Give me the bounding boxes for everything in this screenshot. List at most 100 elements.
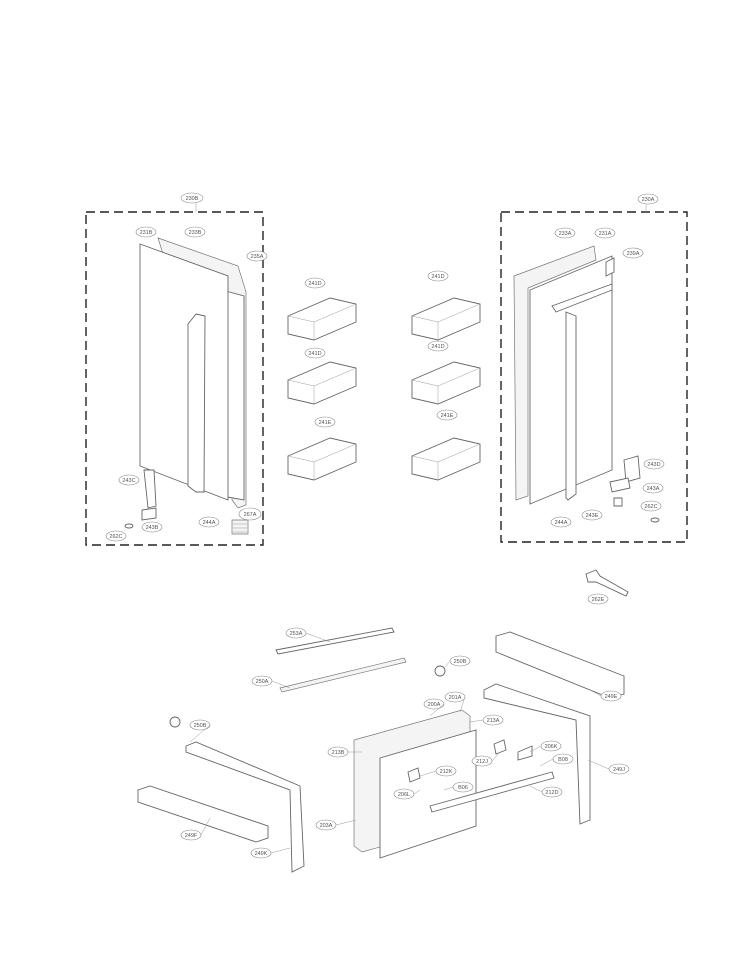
svg-text:231A: 231A bbox=[599, 231, 612, 237]
svg-text:262C: 262C bbox=[109, 534, 122, 540]
drawer-handle-212d bbox=[429, 771, 555, 813]
callout-231b: 231B bbox=[135, 226, 157, 238]
right-door-gasket bbox=[513, 245, 597, 501]
svg-text:B06: B06 bbox=[458, 785, 468, 791]
callout-212k: 212K bbox=[435, 765, 457, 777]
hinge-bracket-243d bbox=[623, 455, 641, 483]
svg-text:243E: 243E bbox=[586, 513, 599, 519]
door-bins: 241D 241D 241E 241D 241D 241E bbox=[287, 270, 481, 481]
callout-243e: 243E bbox=[581, 509, 603, 521]
svg-text:212D: 212D bbox=[545, 790, 558, 796]
bin-241d-1 bbox=[287, 297, 357, 341]
callout-243d: 243D bbox=[643, 458, 665, 470]
bin-241e-1 bbox=[287, 437, 357, 481]
svg-text:250A: 250A bbox=[256, 679, 269, 685]
svg-text:244A: 244A bbox=[555, 520, 568, 526]
svg-text:244A: 244A bbox=[203, 520, 216, 526]
callout-243b: 243B bbox=[141, 521, 163, 533]
callout-239a: 239A bbox=[622, 247, 644, 259]
svg-text:233B: 233B bbox=[189, 230, 202, 236]
callout-243a: 243A bbox=[642, 482, 664, 494]
svg-text:241D: 241D bbox=[431, 274, 444, 280]
svg-text:267A: 267A bbox=[244, 512, 257, 518]
bin-241d-2 bbox=[287, 361, 357, 405]
clip-212j bbox=[493, 739, 507, 755]
callout-212d: 212D bbox=[541, 786, 563, 798]
svg-text:B08: B08 bbox=[558, 757, 568, 763]
callout-241e-2: 241E bbox=[436, 409, 458, 421]
freezer-drawer-assembly: 253A 250B 250A 249E 250B 200A 201A 213A … bbox=[137, 627, 630, 873]
callout-249j: 249J bbox=[608, 763, 630, 775]
svg-text:206L: 206L bbox=[398, 792, 410, 798]
callout-244a-right: 244A bbox=[550, 516, 572, 528]
clip-212k bbox=[407, 767, 421, 783]
spring-267a bbox=[231, 519, 249, 535]
screw-243e bbox=[613, 497, 623, 507]
callout-241d-4: 241D bbox=[427, 340, 449, 352]
left-door-assembly: 230B 231B 233B 235A 243C 243B 244A 267A … bbox=[85, 192, 268, 546]
svg-text:249J: 249J bbox=[613, 767, 625, 773]
svg-text:241E: 241E bbox=[441, 413, 454, 419]
svg-text:230A: 230A bbox=[642, 197, 655, 203]
callout-241d-2: 241D bbox=[304, 347, 326, 359]
callout-262c-left: 262C bbox=[105, 530, 127, 542]
wrench-262e: 262E bbox=[585, 569, 629, 605]
callout-262c-right: 262C bbox=[640, 500, 662, 512]
right-door-assembly: 230A 233A 231A 239A 243D 243A 243E 262C … bbox=[500, 193, 688, 543]
right-door-handle bbox=[565, 311, 577, 501]
callout-212j: 212J bbox=[471, 755, 493, 767]
callout-250a: 250A bbox=[251, 675, 273, 687]
callout-267a: 267A bbox=[238, 507, 262, 521]
callout-233b: 233B bbox=[184, 226, 206, 238]
callout-230a: 230A bbox=[637, 193, 659, 205]
callout-235a: 235A bbox=[246, 250, 268, 262]
svg-text:250B: 250B bbox=[454, 659, 467, 665]
callout-200a: 200A bbox=[423, 698, 445, 710]
svg-text:201A: 201A bbox=[449, 695, 462, 701]
bin-241d-4 bbox=[411, 361, 481, 405]
right-door-liner-edge bbox=[551, 283, 613, 313]
rail-249j bbox=[483, 683, 591, 825]
callout-233a-top: 233A bbox=[554, 227, 576, 239]
svg-text:239A: 239A bbox=[627, 251, 640, 257]
svg-text:213B: 213B bbox=[332, 750, 345, 756]
svg-text:230B: 230B bbox=[186, 196, 199, 202]
rail-249k bbox=[185, 741, 305, 873]
callout-243c: 243C bbox=[118, 474, 140, 486]
callout-b08: B08 bbox=[552, 753, 574, 765]
svg-text:262C: 262C bbox=[644, 504, 657, 510]
svg-text:243C: 243C bbox=[122, 478, 135, 484]
rail-249e bbox=[495, 631, 625, 699]
callout-203a: 203A bbox=[315, 819, 337, 831]
callout-250b-left: 250B bbox=[189, 719, 211, 731]
svg-text:243B: 243B bbox=[146, 525, 159, 531]
callout-213a: 213A bbox=[482, 714, 504, 726]
label-plate-239a bbox=[605, 257, 615, 277]
cap-206k bbox=[517, 745, 533, 761]
callout-206l: 206L bbox=[393, 788, 415, 800]
svg-text:262E: 262E bbox=[592, 597, 605, 603]
svg-text:203A: 203A bbox=[320, 823, 333, 829]
callout-231a: 231A bbox=[594, 227, 616, 239]
svg-text:241D: 241D bbox=[308, 351, 321, 357]
callout-249k: 249K bbox=[250, 847, 272, 859]
strip-253a bbox=[275, 627, 395, 655]
callout-201a: 201A bbox=[444, 691, 466, 703]
svg-text:231B: 231B bbox=[140, 230, 153, 236]
svg-text:253A: 253A bbox=[290, 631, 303, 637]
washer-262c-right bbox=[650, 517, 660, 523]
callout-253a: 253A bbox=[285, 627, 307, 639]
svg-text:206K: 206K bbox=[545, 744, 558, 750]
left-door-panel bbox=[139, 243, 229, 501]
svg-text:235A: 235A bbox=[251, 254, 264, 260]
svg-text:241D: 241D bbox=[431, 344, 444, 350]
strip-250a bbox=[279, 657, 407, 693]
svg-text:213A: 213A bbox=[487, 718, 500, 724]
roller-250b-left bbox=[169, 716, 181, 728]
hinge-cam-243a bbox=[609, 477, 631, 493]
hinge-bracket-243c bbox=[143, 469, 157, 509]
callout-230b: 230B bbox=[180, 192, 204, 204]
callout-241d-1: 241D bbox=[304, 277, 326, 289]
svg-text:212J: 212J bbox=[476, 759, 488, 765]
